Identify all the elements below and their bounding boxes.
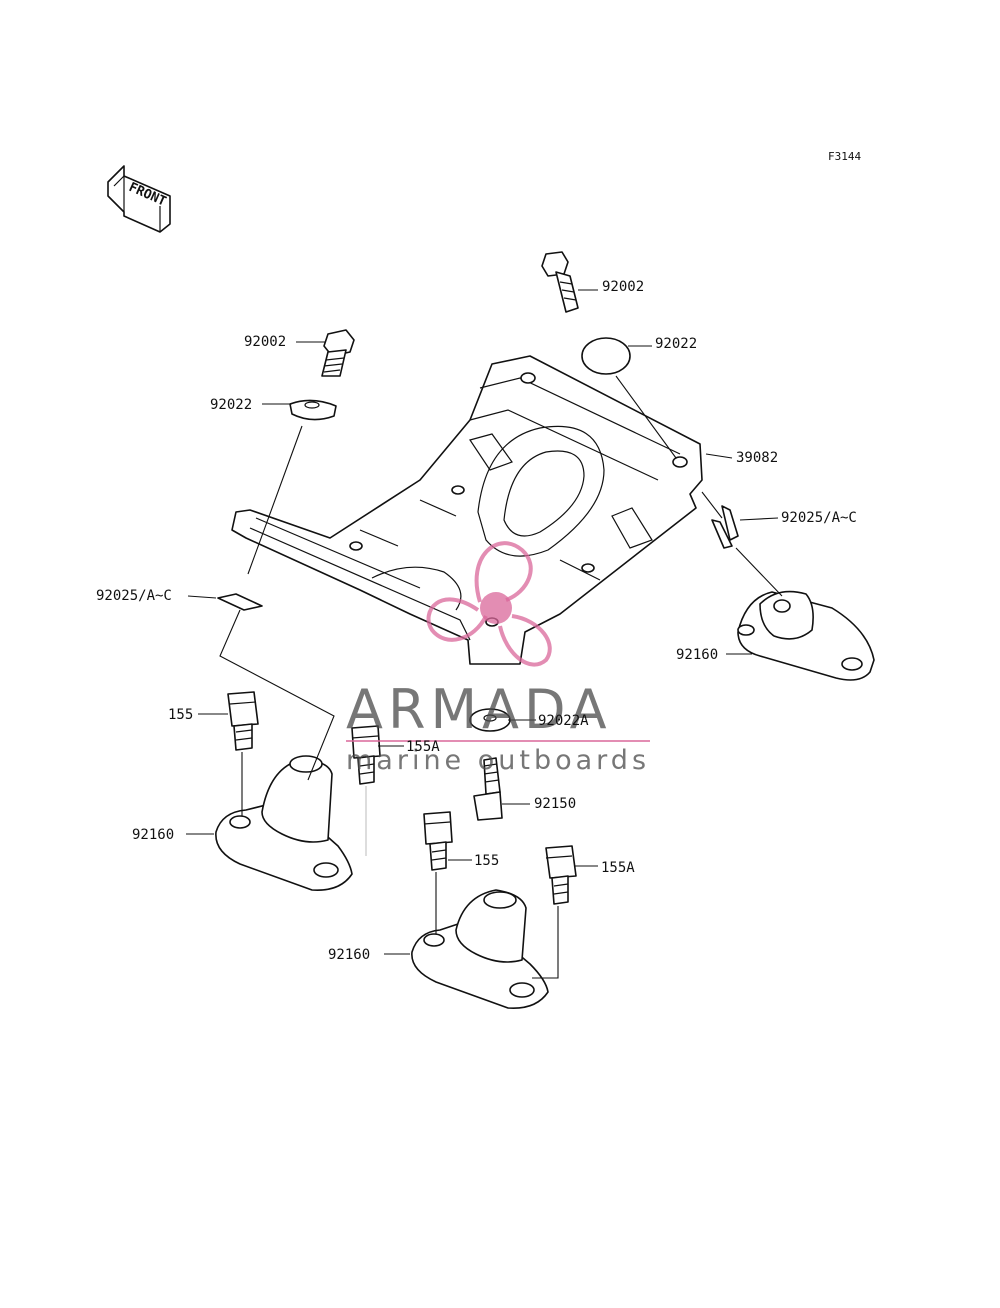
watermark-brand: ARMADA	[346, 678, 612, 741]
clip-92025-left	[217, 593, 263, 611]
callout-92160-right: 92160	[676, 647, 718, 663]
watermark-logo-icon	[426, 541, 552, 667]
bolt-92150	[473, 757, 503, 821]
callout-92022-top-right: 92022	[655, 336, 697, 352]
engine-mount-92160-right	[737, 590, 875, 681]
front-arrow-icon: FRONT	[107, 165, 171, 233]
callout-92022-top-left: 92022	[210, 397, 252, 413]
callout-labels: 92002 92022 92002 92022 39082 92025/A~C …	[96, 279, 857, 963]
diagram-code: F3144	[828, 150, 861, 163]
callout-92022A-center: 92022A	[538, 713, 589, 729]
callout-92002-top-right: 92002	[602, 279, 644, 295]
assembly-guide-lines	[219, 375, 783, 979]
callout-39082-bracket: 39082	[736, 450, 778, 466]
callout-leaders	[186, 289, 779, 955]
callout-92002-top-left: 92002	[244, 334, 286, 350]
clip-92025-right	[711, 505, 739, 549]
washer-92022-right	[581, 337, 631, 375]
washer-92022-left	[289, 399, 337, 421]
callout-92025-left: 92025/A~C	[96, 588, 172, 604]
engine-bracket	[231, 355, 703, 665]
bolt-92002-left	[321, 329, 355, 377]
bolt-155-left	[227, 691, 259, 751]
bolt-155A-front	[545, 845, 577, 905]
callout-155A-left: 155A	[406, 739, 440, 755]
bolt-92002-right	[541, 251, 579, 313]
callout-92160-left: 92160	[132, 827, 174, 843]
callout-155A-front: 155A	[601, 860, 635, 876]
watermark-tagline: marine outboards	[346, 745, 650, 776]
callout-92150-center: 92150	[534, 796, 576, 812]
bolt-155-front	[423, 811, 453, 871]
callout-155-left: 155	[168, 707, 193, 723]
engine-mount-92160-left	[215, 755, 353, 891]
callout-155-front: 155	[474, 853, 499, 869]
callout-92025-right: 92025/A~C	[781, 510, 857, 526]
callout-92160-front: 92160	[328, 947, 370, 963]
engine-mount-92160-front	[411, 889, 549, 1009]
